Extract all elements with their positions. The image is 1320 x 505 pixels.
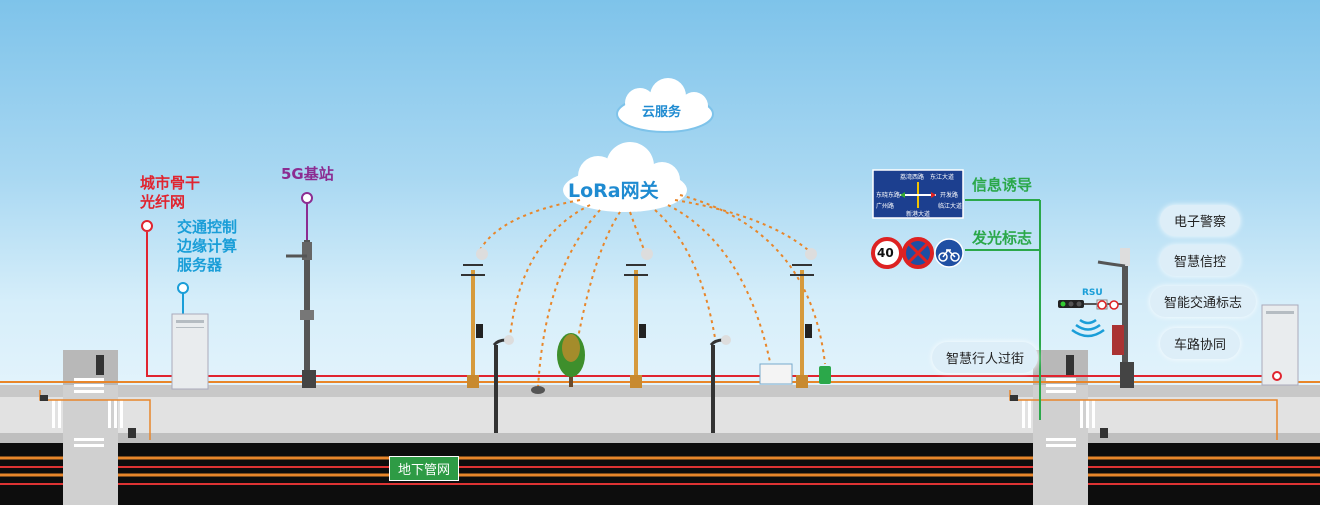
cloud-service-label: 云服务 (642, 105, 682, 120)
pill-smart-pedestrian: 智慧行人过街 (932, 342, 1039, 373)
sign-bottom-left: 广州路 (876, 203, 895, 210)
base-station-node-icon (301, 192, 313, 204)
luminous-sign-label: 发光标志 (972, 229, 1033, 247)
lora-links (479, 194, 826, 389)
sidewalk-top (0, 385, 1320, 397)
sidewalk-bottom (0, 433, 1320, 443)
cloud-service-shape (616, 78, 714, 133)
road-surface (0, 397, 1320, 433)
charging-station-icon (759, 363, 793, 385)
bicycle-sign-icon (934, 238, 964, 268)
server-node-icon (177, 282, 189, 294)
fiber-line (146, 232, 1277, 377)
pill-vehicle-road-coop: 车路协同 (1160, 328, 1241, 359)
tree-icon (557, 333, 585, 387)
fiber-network-label: 城市骨干 光纤网 (140, 174, 201, 211)
edge-server-label: 交通控制 边缘计算 服务器 (177, 218, 238, 274)
crossing-lights (40, 355, 1108, 438)
lamp-pole-3-icon (790, 248, 817, 388)
lora-cloud-shape (563, 142, 687, 212)
lamp-pole-2-icon (624, 248, 653, 388)
speed-limit-sign-icon (871, 237, 903, 269)
lamp-pole-1-icon (461, 248, 488, 388)
lora-gateway-label: LoRa网关 (568, 180, 659, 202)
rsu-wifi-icon (1071, 318, 1105, 338)
fiber-node-icon (141, 220, 153, 232)
trash-bin-icon (819, 366, 831, 384)
rsu-label: RSU (1082, 288, 1103, 298)
smart-pole-right-icon (1097, 248, 1134, 388)
pill-smart-traffic-sign: 智能交通标志 (1150, 286, 1257, 317)
left-zebra (52, 378, 123, 447)
sign-top-left: 荔湾西路 (900, 174, 925, 181)
sign-bottom-center: 新港大道 (906, 211, 931, 218)
info-guide-label: 信息诱导 (972, 176, 1033, 194)
sign-mid-right: 开发路 (940, 192, 959, 199)
pill-electronic-police: 电子警察 (1160, 205, 1241, 236)
sign-mid-left: 东晓东路 (876, 192, 901, 199)
edge-server-cabinet-icon (171, 313, 209, 390)
5g-pole-icon (286, 240, 316, 388)
sign-bottom-right: 临江大道 (938, 203, 963, 210)
speed-limit-value: 40 (877, 246, 894, 260)
right-cabinet-icon (1261, 304, 1299, 386)
5g-base-station-label: 5G基站 (281, 165, 334, 183)
road-posts (492, 335, 731, 433)
sign-top-right: 东江大道 (930, 174, 955, 181)
pill-smart-signal: 智慧信控 (1160, 245, 1241, 276)
underground-network-tag: 地下管网 (389, 456, 460, 481)
right-zebra (1022, 378, 1095, 447)
guide-sign-board (872, 169, 964, 219)
no-parking-sign-icon (902, 237, 934, 269)
